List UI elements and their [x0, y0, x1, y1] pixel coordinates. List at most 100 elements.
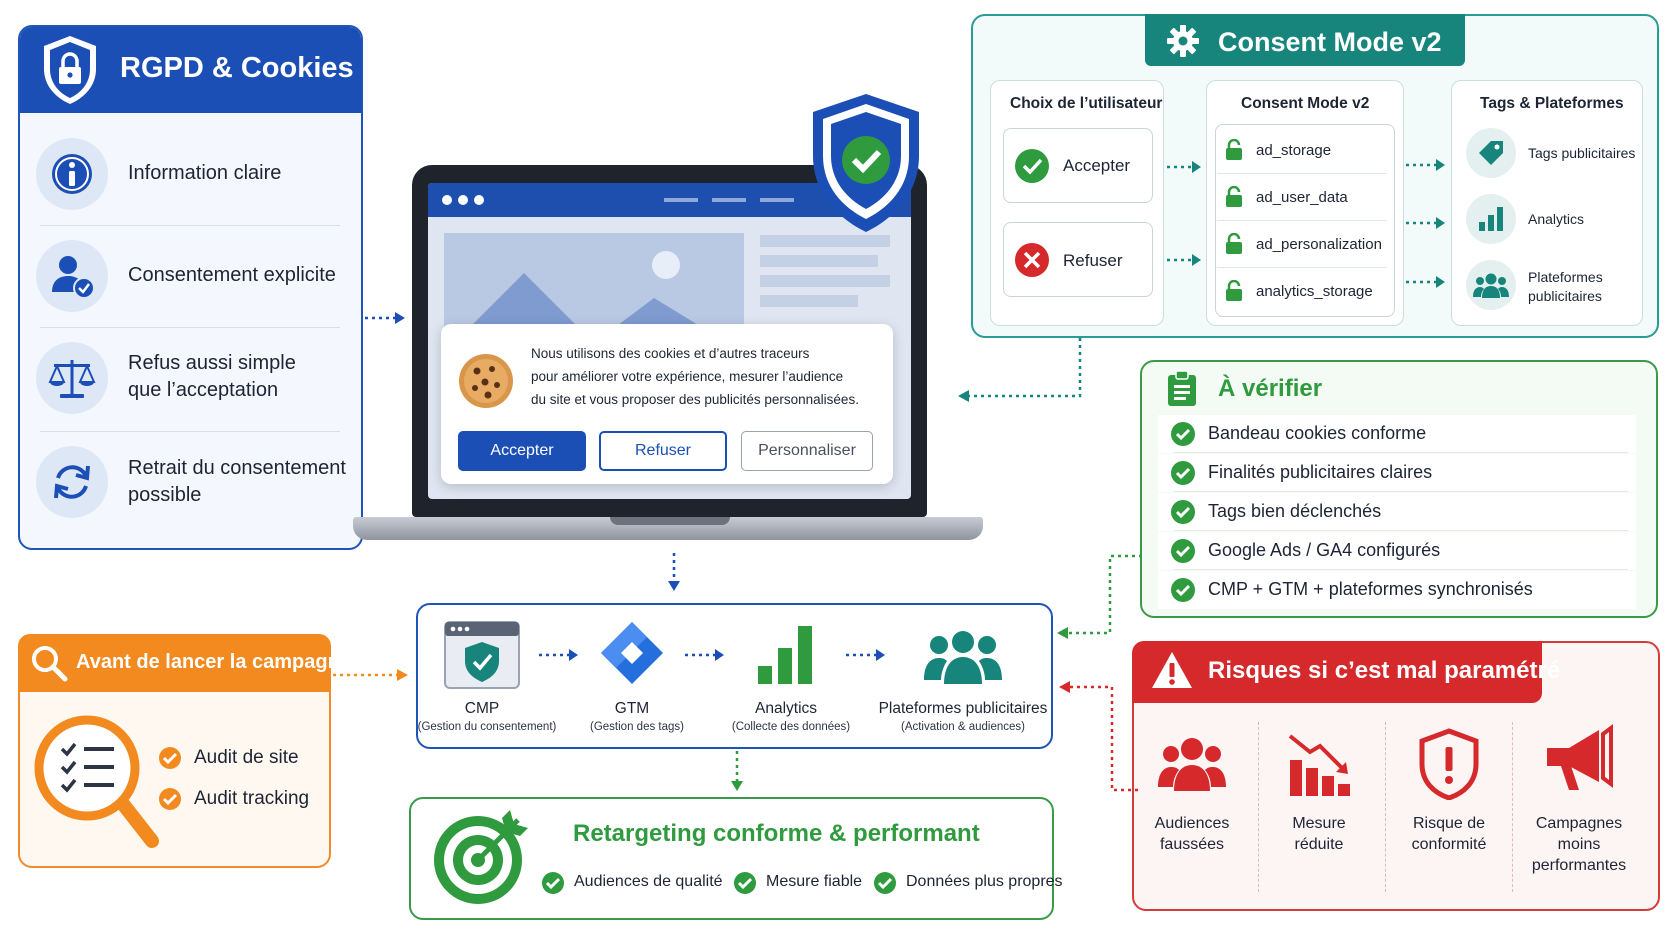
- risk-label-2: conformité: [1411, 836, 1487, 853]
- divider: [1174, 530, 1628, 531]
- shield-window-icon: [444, 621, 520, 689]
- prelaunch-header: [18, 634, 331, 692]
- cookie-text-line: pour améliorer votre expérience, mesurer…: [531, 369, 844, 384]
- risk-label-2: faussées: [1159, 836, 1225, 853]
- divider: [1512, 722, 1513, 892]
- divider: [1217, 220, 1387, 221]
- checklist-title: À vérifier: [1218, 375, 1323, 402]
- checklist-item: Bandeau cookies conforme: [1158, 415, 1636, 453]
- rgpd-item-consentement: Consentement explicite: [18, 222, 336, 326]
- retargeting-title: Retargeting conforme & performant: [573, 820, 980, 847]
- text-placeholder: [760, 295, 858, 307]
- connector-arrow: [958, 338, 1082, 402]
- risk-label-2: moins: [1557, 836, 1601, 853]
- checklist-item-label: Bandeau cookies conforme: [1208, 423, 1427, 443]
- x-circle-icon: [1015, 243, 1049, 277]
- connector-arrow: [685, 649, 724, 661]
- gear-icon: [1167, 25, 1199, 57]
- unlock-icon: [1226, 186, 1242, 207]
- risks-title: Risques si c’est mal paramétré: [1208, 657, 1561, 684]
- checklist-item-label: Finalités publicitaires claires: [1208, 462, 1433, 482]
- param-ad-personalization: ad_personalization: [1256, 236, 1382, 253]
- checklist-item: CMP + GTM + plateformes synchronisés: [1158, 571, 1636, 609]
- checklist-item: Tags bien déclenchés: [1158, 493, 1636, 531]
- warning-shield-icon: [1419, 728, 1479, 800]
- cookie-accept-button[interactable]: Accepter: [458, 431, 586, 471]
- search-icon: [32, 646, 68, 682]
- connector-arrow: [668, 553, 680, 591]
- risk-label-3: performantes: [1531, 857, 1627, 874]
- divider: [40, 225, 340, 226]
- column-title: Tags & Plateformes: [1480, 95, 1624, 112]
- connector-arrow: [731, 751, 743, 791]
- users-icon: [924, 631, 1002, 684]
- flow-step-label: GTM: [614, 700, 650, 717]
- rgpd-item-label-2: que l’acceptation: [128, 379, 279, 401]
- nav-line: [664, 198, 698, 202]
- connector-arrow: [1059, 681, 1138, 792]
- check-circle-icon: [1171, 578, 1195, 602]
- laptop-notch: [610, 517, 730, 525]
- unlock-icon: [1226, 280, 1242, 301]
- rgpd-item-label: Information claire: [128, 162, 282, 184]
- rgpd-item-label-2: possible: [128, 484, 202, 506]
- tag-label: Plateformes: [1528, 269, 1603, 285]
- declining-chart-icon: [1288, 734, 1350, 796]
- connector-arrow: [1406, 159, 1445, 171]
- tag-label-2: publicitaires: [1528, 288, 1602, 304]
- checklist-item-label: CMP + GTM + plateformes synchronisés: [1208, 579, 1533, 599]
- checklist-item-label: Google Ads / GA4 configurés: [1208, 540, 1441, 560]
- param-ad-storage: ad_storage: [1256, 142, 1332, 159]
- cookie-refuse-button[interactable]: Refuser: [599, 431, 727, 471]
- connector-arrow: [539, 649, 578, 661]
- flow-step-label: Plateformes publicitaires: [878, 700, 1048, 717]
- risk-label: Campagnes: [1535, 815, 1623, 832]
- magnifier-checklist-icon: [34, 715, 159, 848]
- text-placeholder: [760, 275, 890, 287]
- risk-label: Audiences: [1154, 815, 1230, 832]
- connector-arrow: [1406, 276, 1445, 288]
- prelaunch-item: Audit tracking: [194, 788, 310, 809]
- check-circle-icon: [1171, 500, 1195, 524]
- column-title: Choix de l’utilisateur: [1010, 95, 1163, 112]
- divider: [40, 431, 340, 432]
- rgpd-item-retrait: Retrait du consentement possible: [18, 428, 346, 532]
- refresh-icon: [36, 446, 108, 518]
- target-icon: [434, 810, 528, 904]
- unlock-icon: [1226, 139, 1242, 160]
- nav-line: [712, 198, 746, 202]
- consent-mode-title: Consent Mode v2: [1218, 27, 1442, 57]
- prelaunch-title: Avant de lancer la campagne: [76, 651, 351, 673]
- divider: [1258, 722, 1259, 892]
- flow-step-label: Analytics: [754, 700, 818, 717]
- gtm-icon: [601, 622, 663, 684]
- connector-arrow: [1057, 554, 1142, 639]
- check-circle-icon: [1171, 539, 1195, 563]
- param-ad-user-data: ad_user_data: [1256, 189, 1348, 206]
- connector-arrow: [846, 649, 885, 661]
- connector-arrow: [1406, 217, 1445, 229]
- text-placeholder: [760, 255, 878, 267]
- shield-check-icon: [813, 94, 919, 232]
- check-circle-icon: [1171, 422, 1195, 446]
- param-analytics-storage: analytics_storage: [1256, 283, 1373, 300]
- megaphone-icon: [1547, 724, 1613, 790]
- warning-icon: [1152, 652, 1192, 688]
- divider: [1217, 173, 1387, 174]
- lock-shield-icon: [44, 36, 96, 104]
- flow-step-sub: (Gestion des tags): [590, 721, 684, 733]
- user-check-icon: [36, 240, 108, 312]
- check-circle-icon: [159, 788, 181, 810]
- connector-arrow: [365, 312, 405, 324]
- check-circle-icon: [734, 872, 756, 894]
- cookie-customize-button[interactable]: Personnaliser: [741, 431, 873, 471]
- cookie-banner: Nous utilisons des cookies et d’autres t…: [441, 324, 893, 484]
- check-circle-icon: [1015, 149, 1049, 183]
- nav-line: [760, 198, 794, 202]
- prelaunch-item: Audit de site: [194, 747, 299, 768]
- connector-arrow: [333, 669, 408, 681]
- rgpd-item-information: Information claire: [18, 120, 323, 224]
- cookie-text-line: Nous utilisons des cookies et d’autres t…: [531, 346, 810, 361]
- divider: [1174, 569, 1628, 570]
- rgpd-item-label: Consentement explicite: [128, 264, 336, 286]
